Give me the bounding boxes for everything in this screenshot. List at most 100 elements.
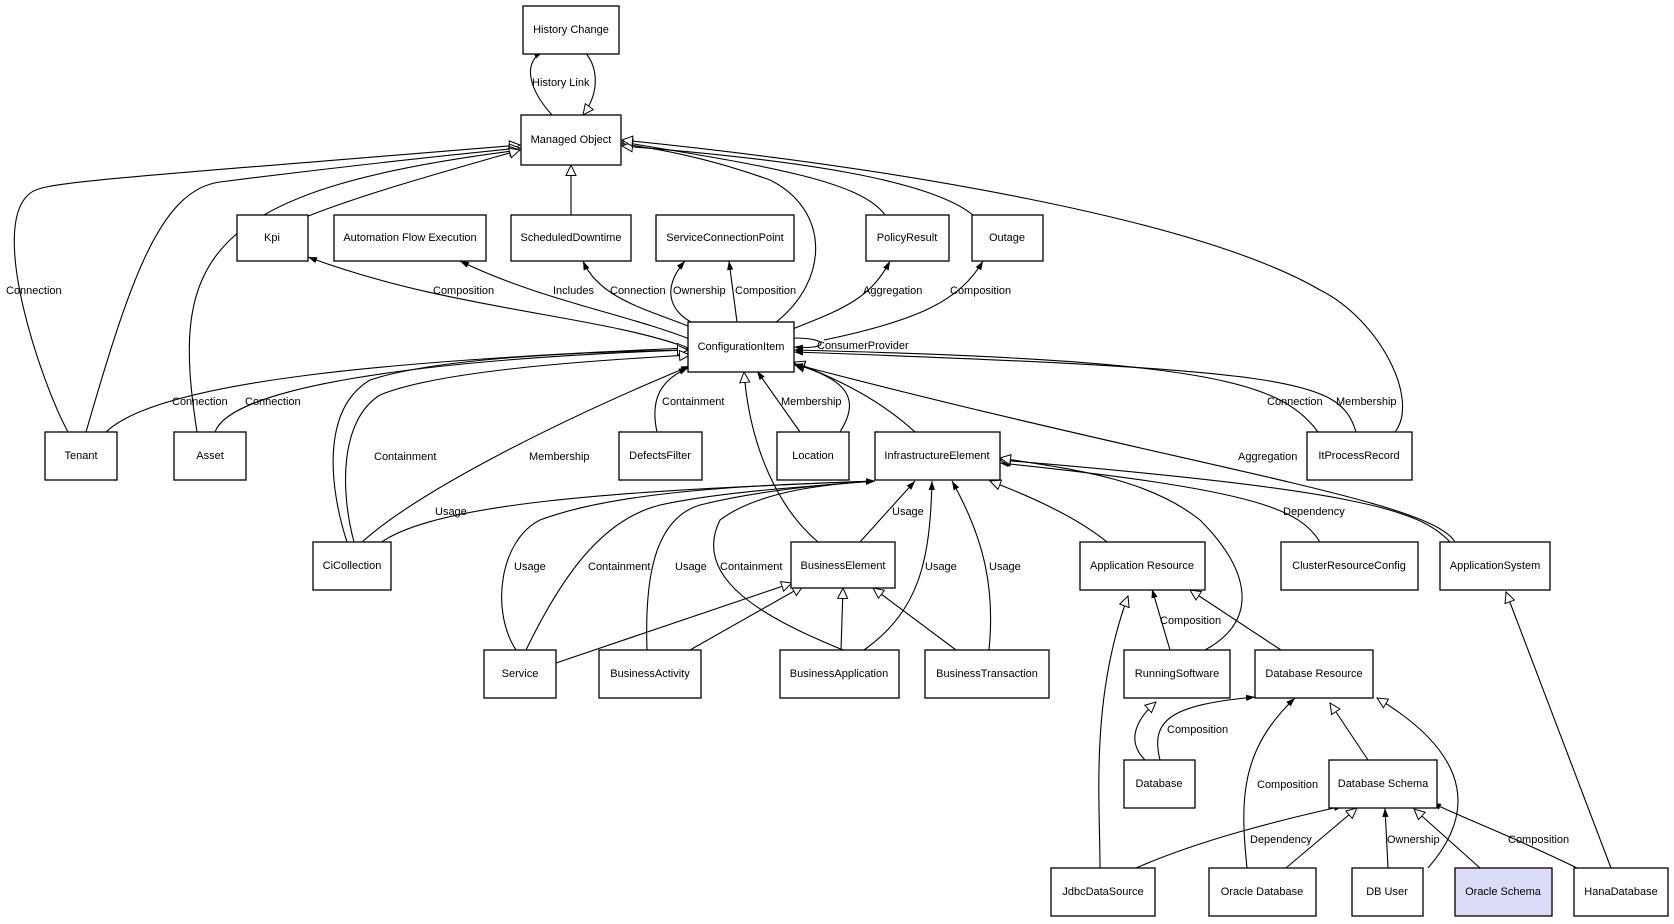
node-service-connection-point[interactable]: ServiceConnectionPoint <box>655 214 795 262</box>
edge-asset-ci <box>214 350 688 433</box>
label-df-ci-containment: Containment <box>662 396 724 408</box>
edge-dbs-dbr <box>1330 703 1369 761</box>
label-cic-ci-membership: Membership <box>529 451 590 463</box>
node-database-schema[interactable]: Database Schema <box>1328 759 1438 809</box>
edge-cic-ci-1 <box>332 350 688 543</box>
node-it-process-record[interactable]: ItProcessRecord <box>1306 431 1413 481</box>
node-business-activity[interactable]: BusinessActivity <box>598 649 702 699</box>
node-business-transaction[interactable]: BusinessTransaction <box>924 649 1050 699</box>
label-ci-sd-connection: Connection <box>610 285 666 297</box>
edge-as-ci-aggregation <box>793 363 1456 543</box>
edge-kpi-mo <box>305 150 520 218</box>
label-ci-consumer-provider: ConsumerProvider <box>817 340 909 352</box>
node-running-software[interactable]: RunningSoftware <box>1123 649 1231 699</box>
edge-bapp-ie-containment <box>713 478 876 651</box>
edge-service-ie-containment <box>525 478 876 651</box>
edges <box>13 51 1612 869</box>
edge-asset-mo <box>188 150 520 433</box>
node-label: Database <box>1135 778 1182 790</box>
label-rs-ar-composition: Composition <box>1160 615 1221 627</box>
edge-dbr-ar <box>1190 590 1282 651</box>
node-oracle-schema[interactable]: Oracle Schema <box>1454 867 1553 917</box>
node-label: DB User <box>1366 886 1408 898</box>
label-be-ie-usage: Usage <box>892 506 924 518</box>
label-ci-scp-ownership: Ownership <box>673 285 726 297</box>
node-defects-filter[interactable]: DefectsFilter <box>618 431 703 481</box>
node-policy-result[interactable]: PolicyResult <box>865 214 950 262</box>
label-db-dbr-composition: Composition <box>1167 724 1228 736</box>
node-label: Application Resource <box>1090 560 1194 572</box>
node-label: Oracle Database <box>1221 886 1304 898</box>
node-oracle-database[interactable]: Oracle Database <box>1208 867 1317 917</box>
edge-ar-ie <box>990 481 1108 543</box>
edge-itpr-mo <box>622 140 1404 433</box>
edge-dbuser-dbr <box>1377 698 1459 869</box>
edge-bapp-be <box>841 588 843 651</box>
node-outage[interactable]: Outage <box>971 214 1044 262</box>
node-label: Managed Object <box>531 134 612 146</box>
edge-ci-outage-composition <box>823 260 984 341</box>
node-application-resource[interactable]: Application Resource <box>1079 541 1206 591</box>
node-label: Service <box>502 668 539 680</box>
node-label: BusinessApplication <box>790 668 888 680</box>
node-configuration-item[interactable]: ConfigurationItem <box>687 321 795 373</box>
node-database[interactable]: Database <box>1123 759 1196 809</box>
node-db-user[interactable]: DB User <box>1351 867 1424 917</box>
node-jdbc-data-source[interactable]: JdbcDataSource <box>1050 867 1156 917</box>
label-ci-policy-aggregation: Aggregation <box>863 285 922 297</box>
node-label: BusinessActivity <box>610 668 690 680</box>
node-tenant[interactable]: Tenant <box>44 431 118 481</box>
node-kpi[interactable]: Kpi <box>236 214 309 262</box>
edge-rs-ar-composition <box>1151 588 1171 651</box>
edge-outage-mo <box>622 146 974 216</box>
edge-ci-self-consumer-provider <box>793 337 822 351</box>
node-business-application[interactable]: BusinessApplication <box>779 649 900 699</box>
edge-bt-be <box>873 588 957 651</box>
label-history-link: History Link <box>532 77 590 89</box>
node-cluster-resource-config[interactable]: ClusterResourceConfig <box>1280 541 1419 591</box>
node-label: Oracle Schema <box>1465 886 1542 898</box>
edge-ci-sd-connection <box>582 260 699 331</box>
edge-service-ie-usage <box>501 478 876 651</box>
node-hana-database[interactable]: HanaDatabase <box>1573 867 1669 917</box>
edge-dbuser-dbs-ownership <box>1382 807 1389 869</box>
node-automation-flow-execution[interactable]: Automation Flow Execution <box>333 214 487 262</box>
label-asset-ci-connection: Connection <box>245 396 301 408</box>
label-loc-ci-membership: Membership <box>781 396 842 408</box>
nodes: History Change Managed Object Kpi Automa… <box>44 5 1669 917</box>
edge-cic-ci-membership <box>361 365 691 543</box>
node-label: ApplicationSystem <box>1450 560 1541 572</box>
node-location[interactable]: Location <box>776 431 850 481</box>
node-label: Database Schema <box>1338 778 1429 790</box>
node-label: RunningSoftware <box>1135 668 1219 680</box>
node-label: BusinessElement <box>801 560 886 572</box>
edge-jdbc-ar <box>1098 596 1128 869</box>
node-service[interactable]: Service <box>483 649 557 699</box>
label-ci-scp-composition: Composition <box>735 285 796 297</box>
node-ci-collection[interactable]: CiCollection <box>312 541 392 591</box>
edge-db-rs <box>1134 702 1156 761</box>
label-jdbc-dbs-dependency: Dependency <box>1250 834 1312 846</box>
label-ci-kpi-composition: Composition <box>433 285 494 297</box>
node-scheduled-downtime[interactable]: ScheduledDowntime <box>510 214 632 262</box>
label-itpr-ci-membership: Membership <box>1336 396 1397 408</box>
node-application-system[interactable]: ApplicationSystem <box>1439 541 1551 591</box>
node-business-element[interactable]: BusinessElement <box>790 541 896 589</box>
edge-bapp-ie-usage <box>863 480 935 651</box>
node-asset[interactable]: Asset <box>173 431 247 481</box>
label-crc-ie-dependency: Dependency <box>1283 506 1345 518</box>
node-database-resource[interactable]: Database Resource <box>1254 649 1374 699</box>
node-label: DefectsFilter <box>629 450 691 462</box>
edge-oradb-dbr-composition <box>1243 697 1296 869</box>
node-label: InfrastructureElement <box>884 450 989 462</box>
edge-ci-policy-aggregation <box>789 260 891 331</box>
edge-ba-ie-usage <box>646 478 876 651</box>
edge-rs-ie <box>1000 458 1243 651</box>
node-label: Tenant <box>64 450 97 462</box>
node-history-change[interactable]: History Change <box>522 5 620 55</box>
node-managed-object[interactable]: Managed Object <box>520 114 622 166</box>
node-infrastructure-element[interactable]: InfrastructureElement <box>874 431 1001 481</box>
label-bapp-ie-usage: Usage <box>925 561 957 573</box>
edge-bt-ie-usage <box>951 480 992 651</box>
